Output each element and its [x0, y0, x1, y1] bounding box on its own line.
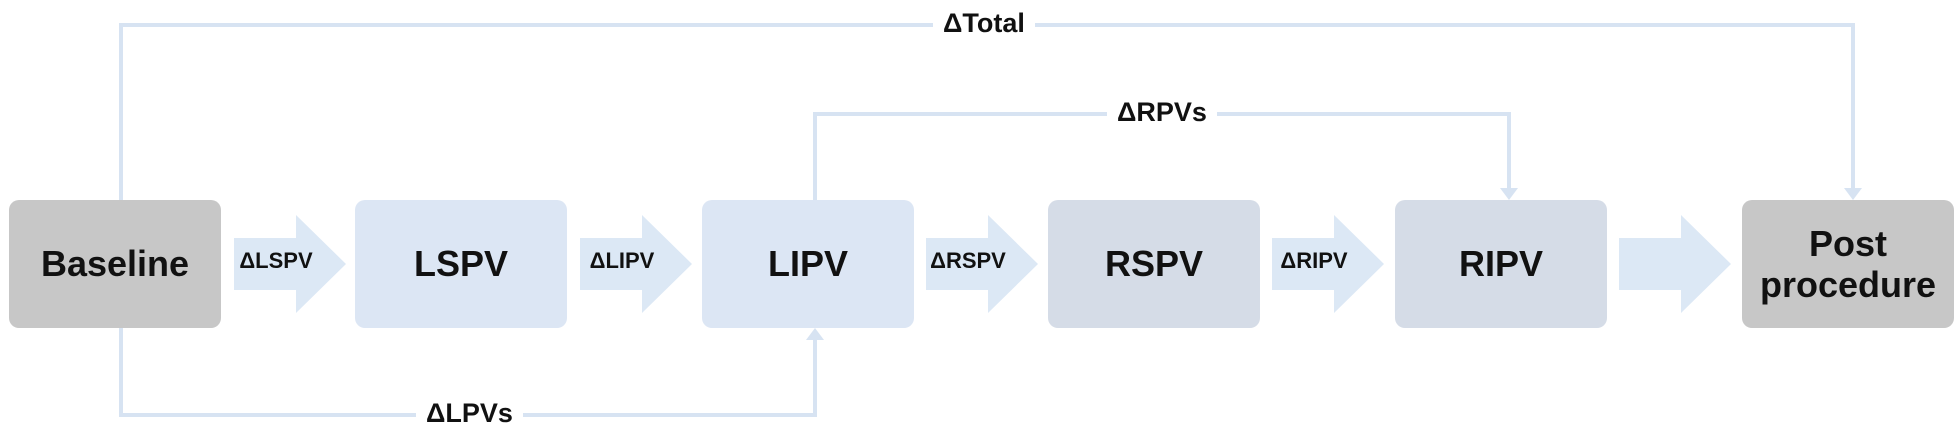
- arrow-shape-icon: [580, 215, 692, 313]
- lspv-label: LSPV: [413, 243, 509, 285]
- post-procedure-box: Post procedure: [1742, 200, 1954, 328]
- ripv-box: RIPV: [1395, 200, 1607, 328]
- rspv-box: RSPV: [1048, 200, 1260, 328]
- lpvs-delta-label: ΔLPVs: [416, 398, 523, 429]
- arrow-shape-icon: [1619, 215, 1731, 313]
- flow-arrow-post: [1619, 215, 1731, 313]
- rpvs-arrowhead: [1500, 188, 1518, 200]
- rspv-label: RSPV: [1104, 243, 1204, 285]
- flow-arrow-rspv: ΔRSPV: [926, 215, 1038, 313]
- lpvs-arrowhead: [806, 328, 824, 340]
- flow-arrow-lipv: ΔLIPV: [580, 215, 692, 313]
- post-procedure-label-line2: procedure: [1759, 264, 1937, 305]
- post-procedure-label-line1: Post: [1808, 222, 1887, 264]
- lipv-box: LIPV: [702, 200, 914, 328]
- rspv-delta-label: ΔRSPV: [930, 248, 1006, 273]
- baseline-box: Baseline: [9, 200, 221, 328]
- baseline-label: Baseline: [40, 243, 190, 285]
- ripv-delta-label: ΔRIPV: [1280, 248, 1348, 273]
- arrow-shape-icon: [1272, 215, 1384, 313]
- flow-arrow-ripv: ΔRIPV: [1272, 215, 1384, 313]
- rpvs-delta-label: ΔRPVs: [1107, 97, 1217, 128]
- total-arrowhead: [1844, 188, 1862, 200]
- arrow-shape-icon: [234, 215, 346, 313]
- flow-arrow-lspv: ΔLSPV: [234, 215, 346, 313]
- ripv-label: RIPV: [1458, 243, 1544, 285]
- lspv-box: LSPV: [355, 200, 567, 328]
- lipv-delta-label: ΔLIPV: [589, 248, 655, 273]
- lspv-delta-label: ΔLSPV: [239, 248, 313, 273]
- arrow-shape-icon: [926, 215, 1038, 313]
- total-delta-label: ΔTotal: [933, 8, 1035, 39]
- lipv-label: LIPV: [767, 243, 848, 285]
